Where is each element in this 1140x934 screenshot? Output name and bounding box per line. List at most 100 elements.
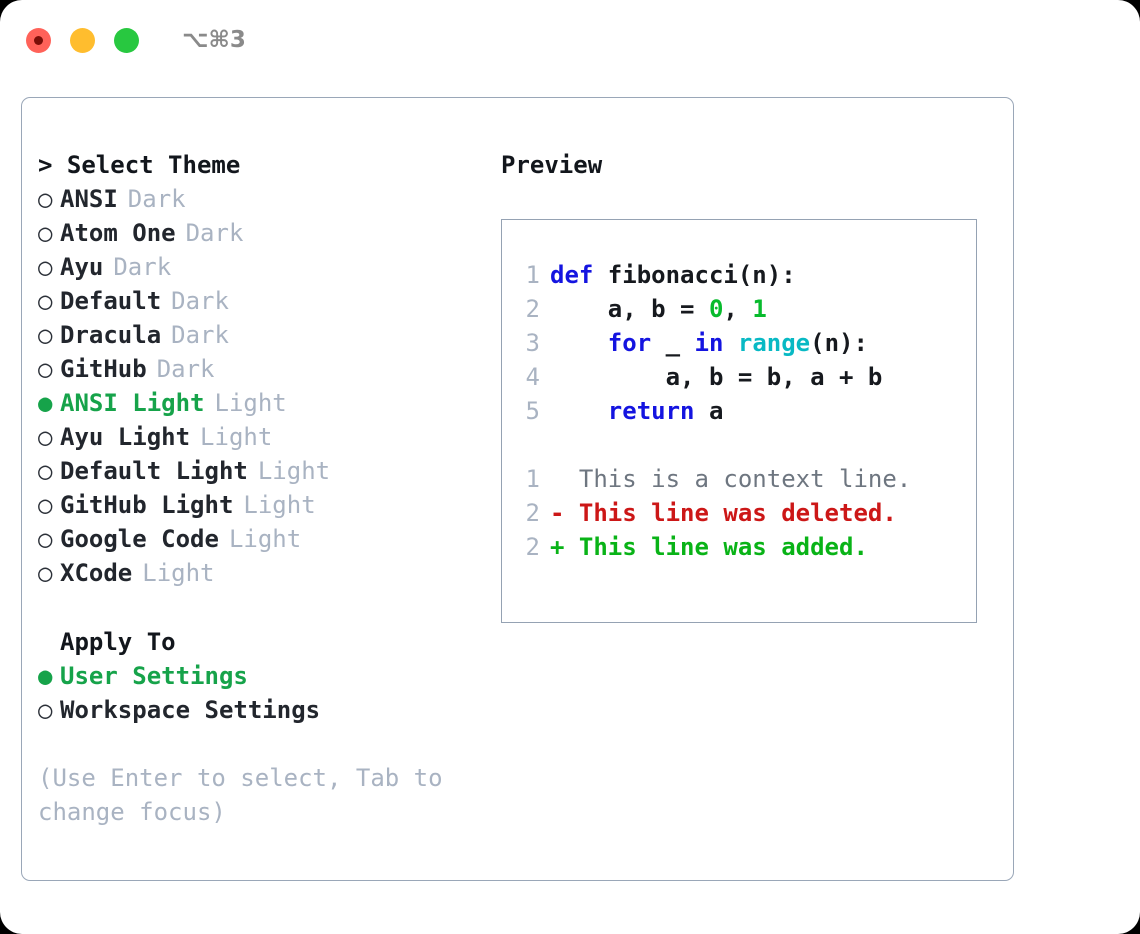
theme-option-label: GitHub Light xyxy=(60,491,234,519)
code-token-plain: (n): xyxy=(810,329,868,357)
code-token-num: 1 xyxy=(752,295,767,323)
code-line: 2 a, b = 0, 1 xyxy=(516,292,976,326)
code-line-content: a, b = b, a + b xyxy=(550,360,883,394)
radio-selected-icon: ● xyxy=(38,389,53,417)
apply-to-option-user-settings[interactable]: ●User Settings xyxy=(38,659,488,693)
theme-option-tag: Light xyxy=(200,423,273,451)
diff-line-context: 1 This is a context line. xyxy=(516,462,976,496)
theme-option-label: Default Light xyxy=(60,457,248,485)
radio-unselected-icon: ○ xyxy=(38,185,53,213)
code-line: 5 return a xyxy=(516,394,976,428)
minimize-window-button[interactable] xyxy=(70,27,95,53)
theme-option-tag: Light xyxy=(243,491,316,519)
diff-line-content: - This line was deleted. xyxy=(550,496,897,530)
line-number: 2 xyxy=(525,499,540,527)
diff-text: This is a context line. xyxy=(578,465,912,493)
theme-option-tag: Light xyxy=(228,525,302,553)
code-line: 1 def fibonacci(n): xyxy=(516,258,976,292)
radio-unselected-icon: ○ xyxy=(38,219,53,247)
diff-line-added: 2 + This line was added. xyxy=(516,530,976,564)
preview-spacer xyxy=(516,428,976,462)
diff-text: This line was deleted. xyxy=(578,499,897,527)
diff-line-deleted: 2- This line was deleted. xyxy=(516,496,976,530)
diff-preview: 1 This is a context line.2- This line wa… xyxy=(516,462,976,564)
code-line-content: return a xyxy=(550,394,724,428)
keyboard-shortcut-label: ⌥⌘3 xyxy=(182,27,246,53)
line-number: 1 xyxy=(525,261,540,289)
theme-option-ayu-light[interactable]: ○Ayu Light Light xyxy=(38,420,488,454)
code-token-plain: _ xyxy=(651,329,695,357)
code-token-kw: in xyxy=(694,329,724,357)
radio-unselected-icon: ○ xyxy=(38,696,53,724)
code-token-fn: range xyxy=(737,329,811,357)
radio-unselected-icon: ○ xyxy=(38,525,53,553)
code-token-plain: fibonacci(n): xyxy=(593,261,796,289)
diff-marker: - xyxy=(550,499,579,527)
radio-unselected-icon: ○ xyxy=(38,355,53,383)
radio-unselected-icon: ○ xyxy=(38,253,53,281)
diff-text: This line was added. xyxy=(578,533,868,561)
line-number: 2 xyxy=(525,295,540,323)
radio-unselected-icon: ○ xyxy=(38,287,53,315)
code-line-content: def fibonacci(n): xyxy=(550,258,796,292)
code-token-kw: return xyxy=(607,397,695,425)
line-number: 3 xyxy=(525,329,540,357)
code-line: 4 a, b = b, a + b xyxy=(516,360,976,394)
radio-unselected-icon: ○ xyxy=(38,457,53,485)
titlebar: ⌥⌘3 xyxy=(0,0,1140,80)
theme-option-default-light[interactable]: ○Default Light Light xyxy=(38,454,488,488)
theme-option-label: ANSI Light xyxy=(60,389,205,417)
radio-unselected-icon: ○ xyxy=(38,423,53,451)
theme-option-tag: Dark xyxy=(171,321,229,349)
theme-option-xcode[interactable]: ○XCode Light xyxy=(38,556,488,590)
theme-option-tag: Dark xyxy=(113,253,172,281)
apply-to-heading: Apply To xyxy=(60,628,176,656)
theme-option-ansi[interactable]: ○ANSI Dark xyxy=(38,182,488,216)
theme-option-tag: Light xyxy=(257,457,331,485)
diff-marker xyxy=(550,465,579,493)
code-token-plain xyxy=(550,397,608,425)
line-number: 1 xyxy=(525,465,540,493)
theme-option-tag: Light xyxy=(142,559,215,587)
theme-option-label: ANSI xyxy=(60,185,118,213)
diff-line-content: + This line was added. xyxy=(550,530,868,564)
radio-unselected-icon: ○ xyxy=(38,491,53,519)
close-window-button[interactable] xyxy=(26,27,51,53)
apply-to-option-workspace-settings[interactable]: ○Workspace Settings xyxy=(38,693,488,727)
theme-option-label: Ayu Light xyxy=(60,423,191,451)
code-line-content: for _ in range(n): xyxy=(550,326,868,360)
radio-unselected-icon: ○ xyxy=(38,559,53,587)
theme-option-label: Google Code xyxy=(60,525,219,553)
code-token-plain xyxy=(550,329,608,357)
window-controls xyxy=(26,27,139,53)
theme-option-github-light[interactable]: ○GitHub Light Light xyxy=(38,488,488,522)
radio-selected-icon: ● xyxy=(38,662,53,690)
theme-option-tag: Dark xyxy=(127,185,186,213)
apply-to-options-list: ●User Settings○Workspace Settings xyxy=(38,659,488,727)
theme-option-ayu[interactable]: ○Ayu Dark xyxy=(38,250,488,284)
code-token-kw: for xyxy=(607,329,652,357)
theme-option-tag: Light xyxy=(214,389,287,417)
theme-option-tag: Dark xyxy=(156,355,215,383)
theme-option-ansi-light[interactable]: ●ANSI Light Light xyxy=(38,386,488,420)
code-token-plain: a, b = b, a + b xyxy=(550,363,883,391)
theme-option-label: Atom One xyxy=(60,219,176,247)
theme-option-google-code[interactable]: ○Google Code Light xyxy=(38,522,488,556)
maximize-window-button[interactable] xyxy=(114,27,139,53)
theme-option-label: Ayu xyxy=(60,253,104,281)
theme-option-label: XCode xyxy=(60,559,133,587)
code-token-kw: def xyxy=(550,261,594,289)
theme-selector-heading: > Select Theme xyxy=(38,151,241,179)
code-line-content: a, b = 0, 1 xyxy=(550,292,767,326)
line-number: 2 xyxy=(525,533,540,561)
